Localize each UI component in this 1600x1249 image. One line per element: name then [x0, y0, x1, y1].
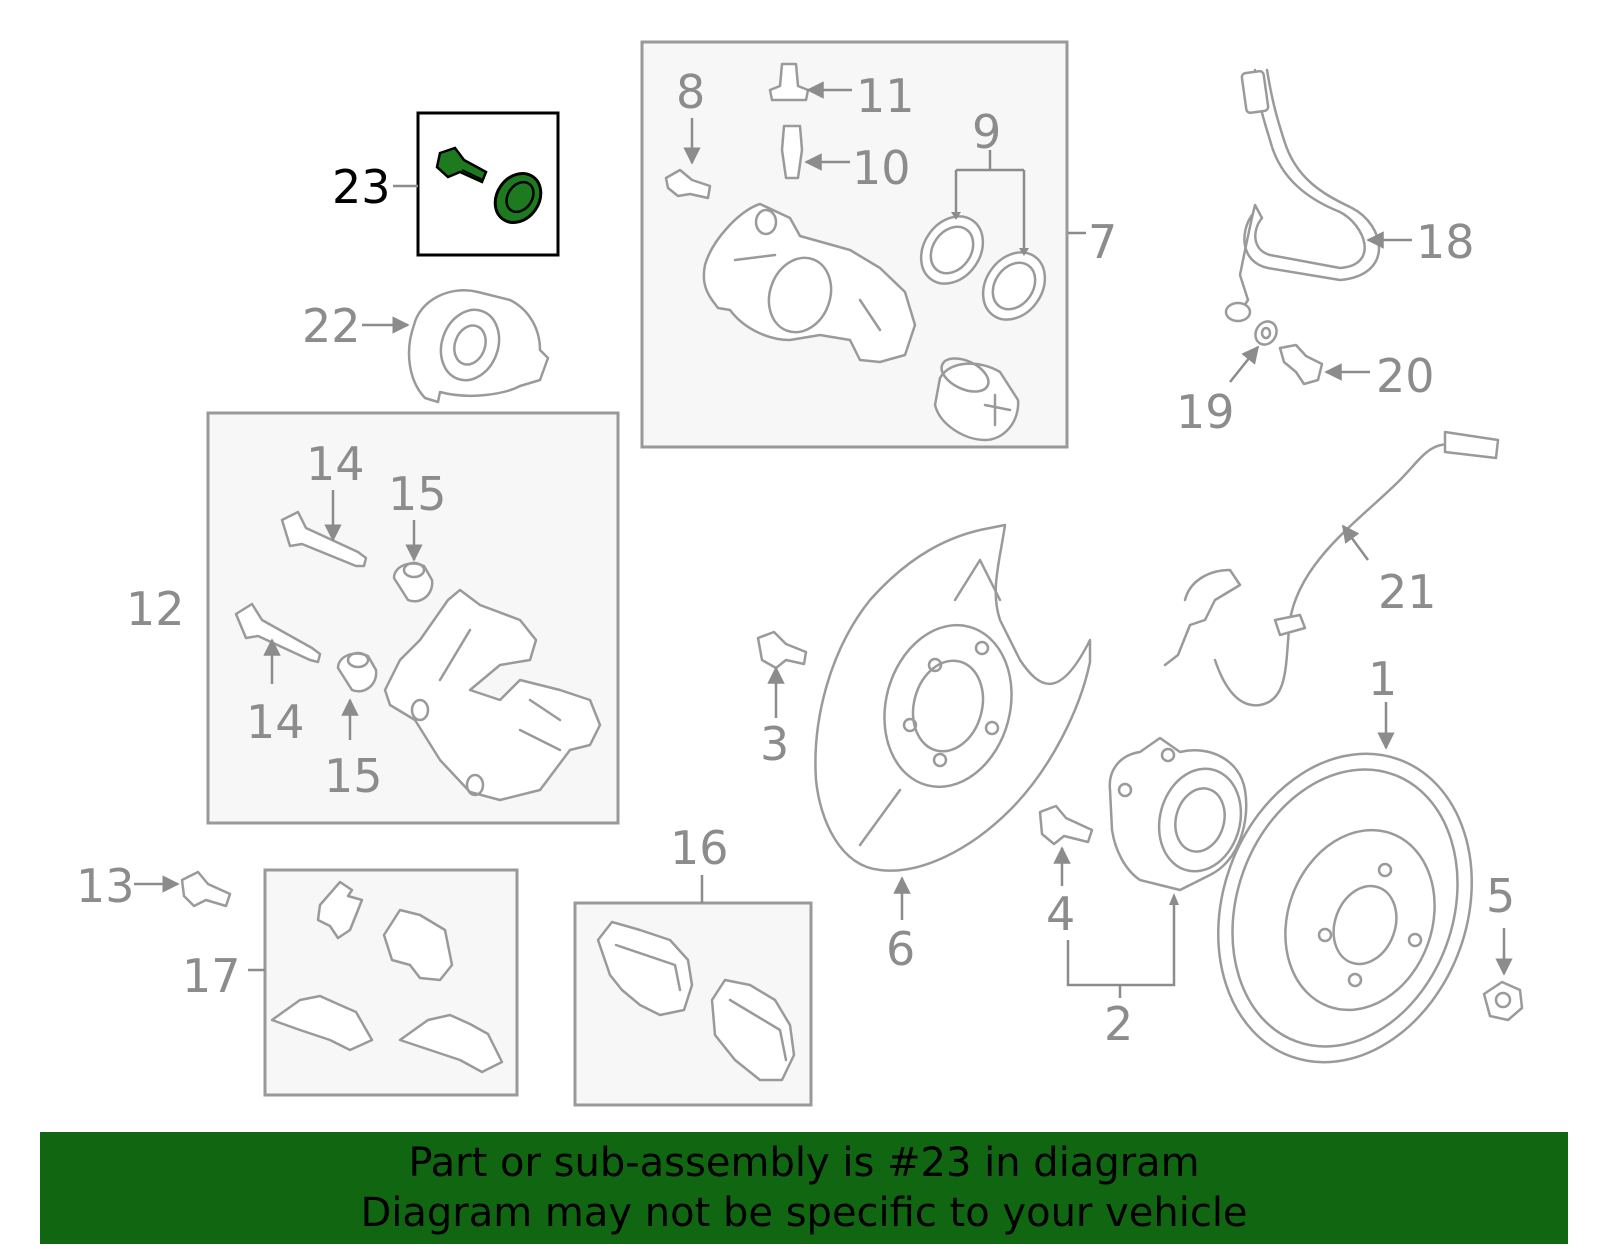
callout-14-upper[interactable]: 14 — [306, 437, 365, 491]
callout-21[interactable]: 21 — [1378, 565, 1437, 619]
callout-14-lower[interactable]: 14 — [246, 695, 305, 749]
part-15-boot-upper[interactable] — [392, 561, 434, 603]
part-12-caliper-bracket[interactable] — [383, 588, 602, 802]
callout-2[interactable]: 2 — [1104, 997, 1133, 1051]
info-banner: Part or sub-assembly is #23 in diagram D… — [40, 1132, 1568, 1244]
callout-9[interactable]: 9 — [972, 105, 1001, 159]
part-18-brake-hose[interactable] — [1224, 68, 1381, 323]
part-11-cap[interactable] — [768, 62, 810, 102]
part-17-clips[interactable] — [270, 880, 504, 1074]
part-7-piston[interactable] — [933, 352, 1020, 442]
callout-15-lower[interactable]: 15 — [324, 749, 383, 803]
part-8-bolt[interactable] — [664, 168, 712, 200]
callout-11[interactable]: 11 — [856, 69, 915, 123]
callout-23[interactable]: 23 — [332, 160, 391, 214]
part-3-bolt[interactable] — [756, 630, 808, 670]
part-14-pin-upper[interactable] — [280, 510, 368, 568]
part-16-brake-pads[interactable] — [596, 920, 796, 1082]
callout-18[interactable]: 18 — [1416, 215, 1475, 269]
part-20-bolt[interactable] — [1278, 343, 1324, 386]
part-14-pin-lower[interactable] — [234, 602, 322, 664]
part-13-bolt[interactable] — [180, 870, 232, 908]
callout-7[interactable]: 7 — [1088, 215, 1117, 269]
callout-20[interactable]: 20 — [1376, 349, 1435, 403]
callout-3[interactable]: 3 — [760, 717, 789, 771]
part-5-nut[interactable] — [1482, 980, 1524, 1022]
part-4-bolt[interactable] — [1038, 804, 1094, 846]
callout-19[interactable]: 19 — [1176, 385, 1235, 439]
callout-22[interactable]: 22 — [302, 299, 361, 353]
part-19-washer[interactable] — [1251, 318, 1280, 349]
callout-15-upper[interactable]: 15 — [388, 467, 447, 521]
part-15-boot-lower[interactable] — [336, 651, 378, 693]
callout-10[interactable]: 10 — [852, 141, 911, 195]
part-6-dust-shield[interactable] — [814, 523, 1092, 872]
callout-8[interactable]: 8 — [676, 65, 705, 119]
callout-4[interactable]: 4 — [1046, 887, 1075, 941]
parts-diagram: 1 2 3 4 5 6 7 8 9 10 11 12 13 14 14 15 1… — [76, 40, 1524, 1107]
part-2-hub[interactable] — [1108, 736, 1252, 892]
part-9-seals[interactable] — [908, 204, 1057, 331]
part-21-abs-sensor[interactable] — [1163, 430, 1500, 707]
callout-17[interactable]: 17 — [182, 949, 241, 1003]
part-22[interactable] — [407, 289, 550, 404]
banner-line-1: Part or sub-assembly is #23 in diagram — [408, 1140, 1200, 1186]
part-1-rotor[interactable] — [1176, 718, 1513, 1098]
part-7-caliper[interactable] — [702, 202, 917, 364]
callout-5[interactable]: 5 — [1486, 869, 1515, 923]
banner-line-2: Diagram may not be specific to your vehi… — [360, 1190, 1248, 1236]
callout-13[interactable]: 13 — [76, 859, 135, 913]
callout-16[interactable]: 16 — [670, 821, 729, 875]
part-10-bleeder[interactable] — [780, 124, 804, 180]
callout-1[interactable]: 1 — [1368, 652, 1397, 706]
part-23-bolt-and-seal[interactable] — [435, 146, 550, 231]
callout-12[interactable]: 12 — [126, 582, 185, 636]
callout-6[interactable]: 6 — [886, 922, 915, 976]
